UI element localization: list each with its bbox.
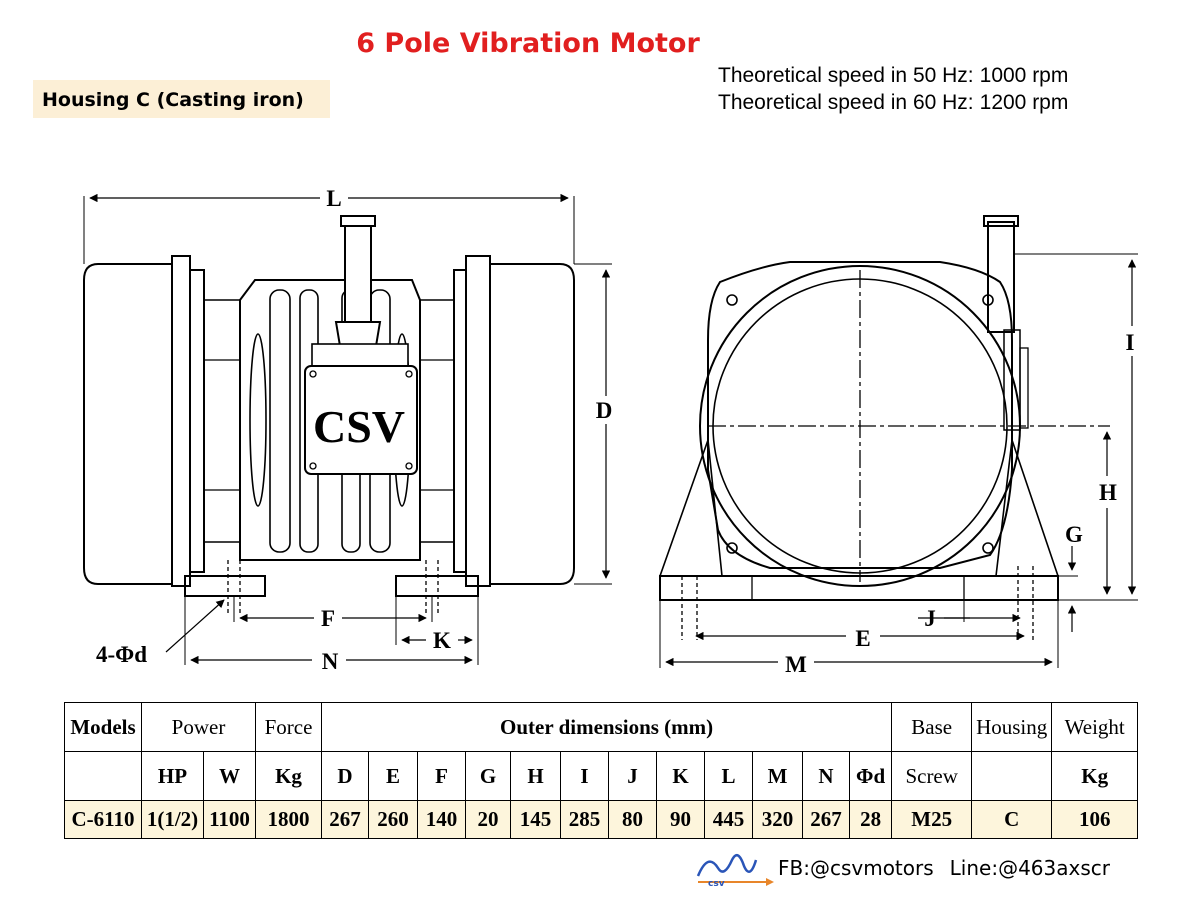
right-flange-inner xyxy=(453,269,467,573)
speed-50hz-label: Theoretical speed in 50 Hz: xyxy=(718,64,974,87)
sub-cell: Kg xyxy=(1051,751,1139,801)
sub-cell: Screw xyxy=(891,751,973,801)
contact-text: FB:@csvmotors Line:@463axscr xyxy=(778,856,1110,880)
side-base xyxy=(659,575,1059,601)
dim-N-label: N xyxy=(322,649,339,674)
sub-cell: J xyxy=(608,751,658,801)
table-cell: 260 xyxy=(368,800,419,839)
page-title: 6 Pole Vibration Motor xyxy=(356,28,700,59)
side-view xyxy=(658,215,1138,668)
header-power: Power xyxy=(140,702,257,752)
table-cell: 267 xyxy=(802,800,851,839)
dim-K-label: K xyxy=(433,628,451,653)
speed-60hz-value: 1200 rpm xyxy=(979,91,1069,114)
right-foot xyxy=(395,575,479,597)
sub-cell: F xyxy=(417,751,467,801)
table-header-row: Models Power Force Outer dimensions (mm)… xyxy=(64,702,1139,752)
table-cell: 1800 xyxy=(255,800,323,839)
sub-cell: H xyxy=(510,751,562,801)
sub-cell: G xyxy=(465,751,512,801)
dim-H-label: H xyxy=(1099,480,1117,505)
dim-D-label: D xyxy=(596,398,613,423)
table-cell: 445 xyxy=(704,800,754,839)
dim-E-label: E xyxy=(855,626,870,651)
header-weight: Weight xyxy=(1051,702,1139,752)
csv-logo-icon: csv xyxy=(696,853,774,889)
sub-cell: K xyxy=(656,751,706,801)
table-cell: 320 xyxy=(752,800,804,839)
header-base: Base xyxy=(891,702,973,752)
sub-cell: N xyxy=(802,751,851,801)
sub-cell: Kg xyxy=(255,751,323,801)
sub-cell xyxy=(64,751,142,801)
header-outer-dimensions: Outer dimensions (mm) xyxy=(321,702,893,752)
table-cell: 145 xyxy=(510,800,562,839)
table-cell: C-6110 xyxy=(64,800,142,839)
speed-60hz-label: Theoretical speed in 60 Hz: xyxy=(718,91,974,114)
logo-text: csv xyxy=(708,879,725,889)
left-flange-inner xyxy=(189,269,205,573)
speed-50hz: Theoretical speed in 50 Hz:1000 rpm xyxy=(718,64,1068,88)
table-cell: 20 xyxy=(465,800,512,839)
table-subheader-row: HP W Kg D E F G H I J K L M N Φd Screw K… xyxy=(64,751,1139,801)
front-view xyxy=(83,193,612,665)
left-end-cap xyxy=(83,263,173,585)
dim-F-label: F xyxy=(321,606,335,631)
dim-G-label: G xyxy=(1065,522,1083,547)
table-cell: 285 xyxy=(560,800,610,839)
table-cell: 80 xyxy=(608,800,658,839)
brand-text: CSV xyxy=(313,401,405,452)
sub-cell: E xyxy=(368,751,419,801)
table-cell: 1100 xyxy=(202,800,257,839)
dim-I-label: I xyxy=(1126,330,1135,355)
table-cell: 106 xyxy=(1051,800,1139,839)
left-flange-outer xyxy=(171,255,191,587)
table-cell: M25 xyxy=(891,800,973,839)
right-end-cap xyxy=(489,263,575,585)
sub-cell: HP xyxy=(141,751,204,801)
dim-L-label: L xyxy=(326,186,341,211)
housing-label: Housing C (Casting iron) xyxy=(42,89,304,111)
facebook-handle: FB:@csvmotors xyxy=(778,856,934,880)
sub-cell: Φd xyxy=(849,751,893,801)
housing-label-box: Housing C (Casting iron) xyxy=(33,80,330,118)
speed-60hz: Theoretical speed in 60 Hz:1200 rpm xyxy=(718,91,1068,115)
line-handle: Line:@463axscr xyxy=(949,856,1110,880)
spec-table: Models Power Force Outer dimensions (mm)… xyxy=(64,702,1139,839)
table-row: C-6110 1(1/2) 1100 1800 267 260 140 20 1… xyxy=(64,800,1139,839)
sub-cell: L xyxy=(704,751,754,801)
table-cell: 28 xyxy=(849,800,893,839)
header-force: Force xyxy=(255,702,323,752)
table-cell: 267 xyxy=(321,800,370,839)
header-models: Models xyxy=(64,702,142,752)
table-cell: 140 xyxy=(417,800,467,839)
sub-cell: I xyxy=(560,751,610,801)
table-cell: 1(1/2) xyxy=(141,800,204,839)
dim-M-label: M xyxy=(785,652,807,677)
hole-label: 4-Φd xyxy=(96,642,147,667)
right-flange-outer xyxy=(465,255,491,587)
left-foot xyxy=(184,575,266,597)
terminal-box xyxy=(304,365,418,475)
table-cell: 90 xyxy=(656,800,706,839)
sub-cell: M xyxy=(752,751,804,801)
sub-cell: W xyxy=(202,751,257,801)
header-housing: Housing xyxy=(971,702,1053,752)
table-cell: C xyxy=(971,800,1053,839)
dim-J-label: J xyxy=(924,606,936,631)
technical-drawing: CSV L D F K N 4-Φd xyxy=(83,186,1138,677)
speed-50hz-value: 1000 rpm xyxy=(979,64,1069,87)
sub-cell xyxy=(971,751,1053,801)
sub-cell: D xyxy=(321,751,370,801)
